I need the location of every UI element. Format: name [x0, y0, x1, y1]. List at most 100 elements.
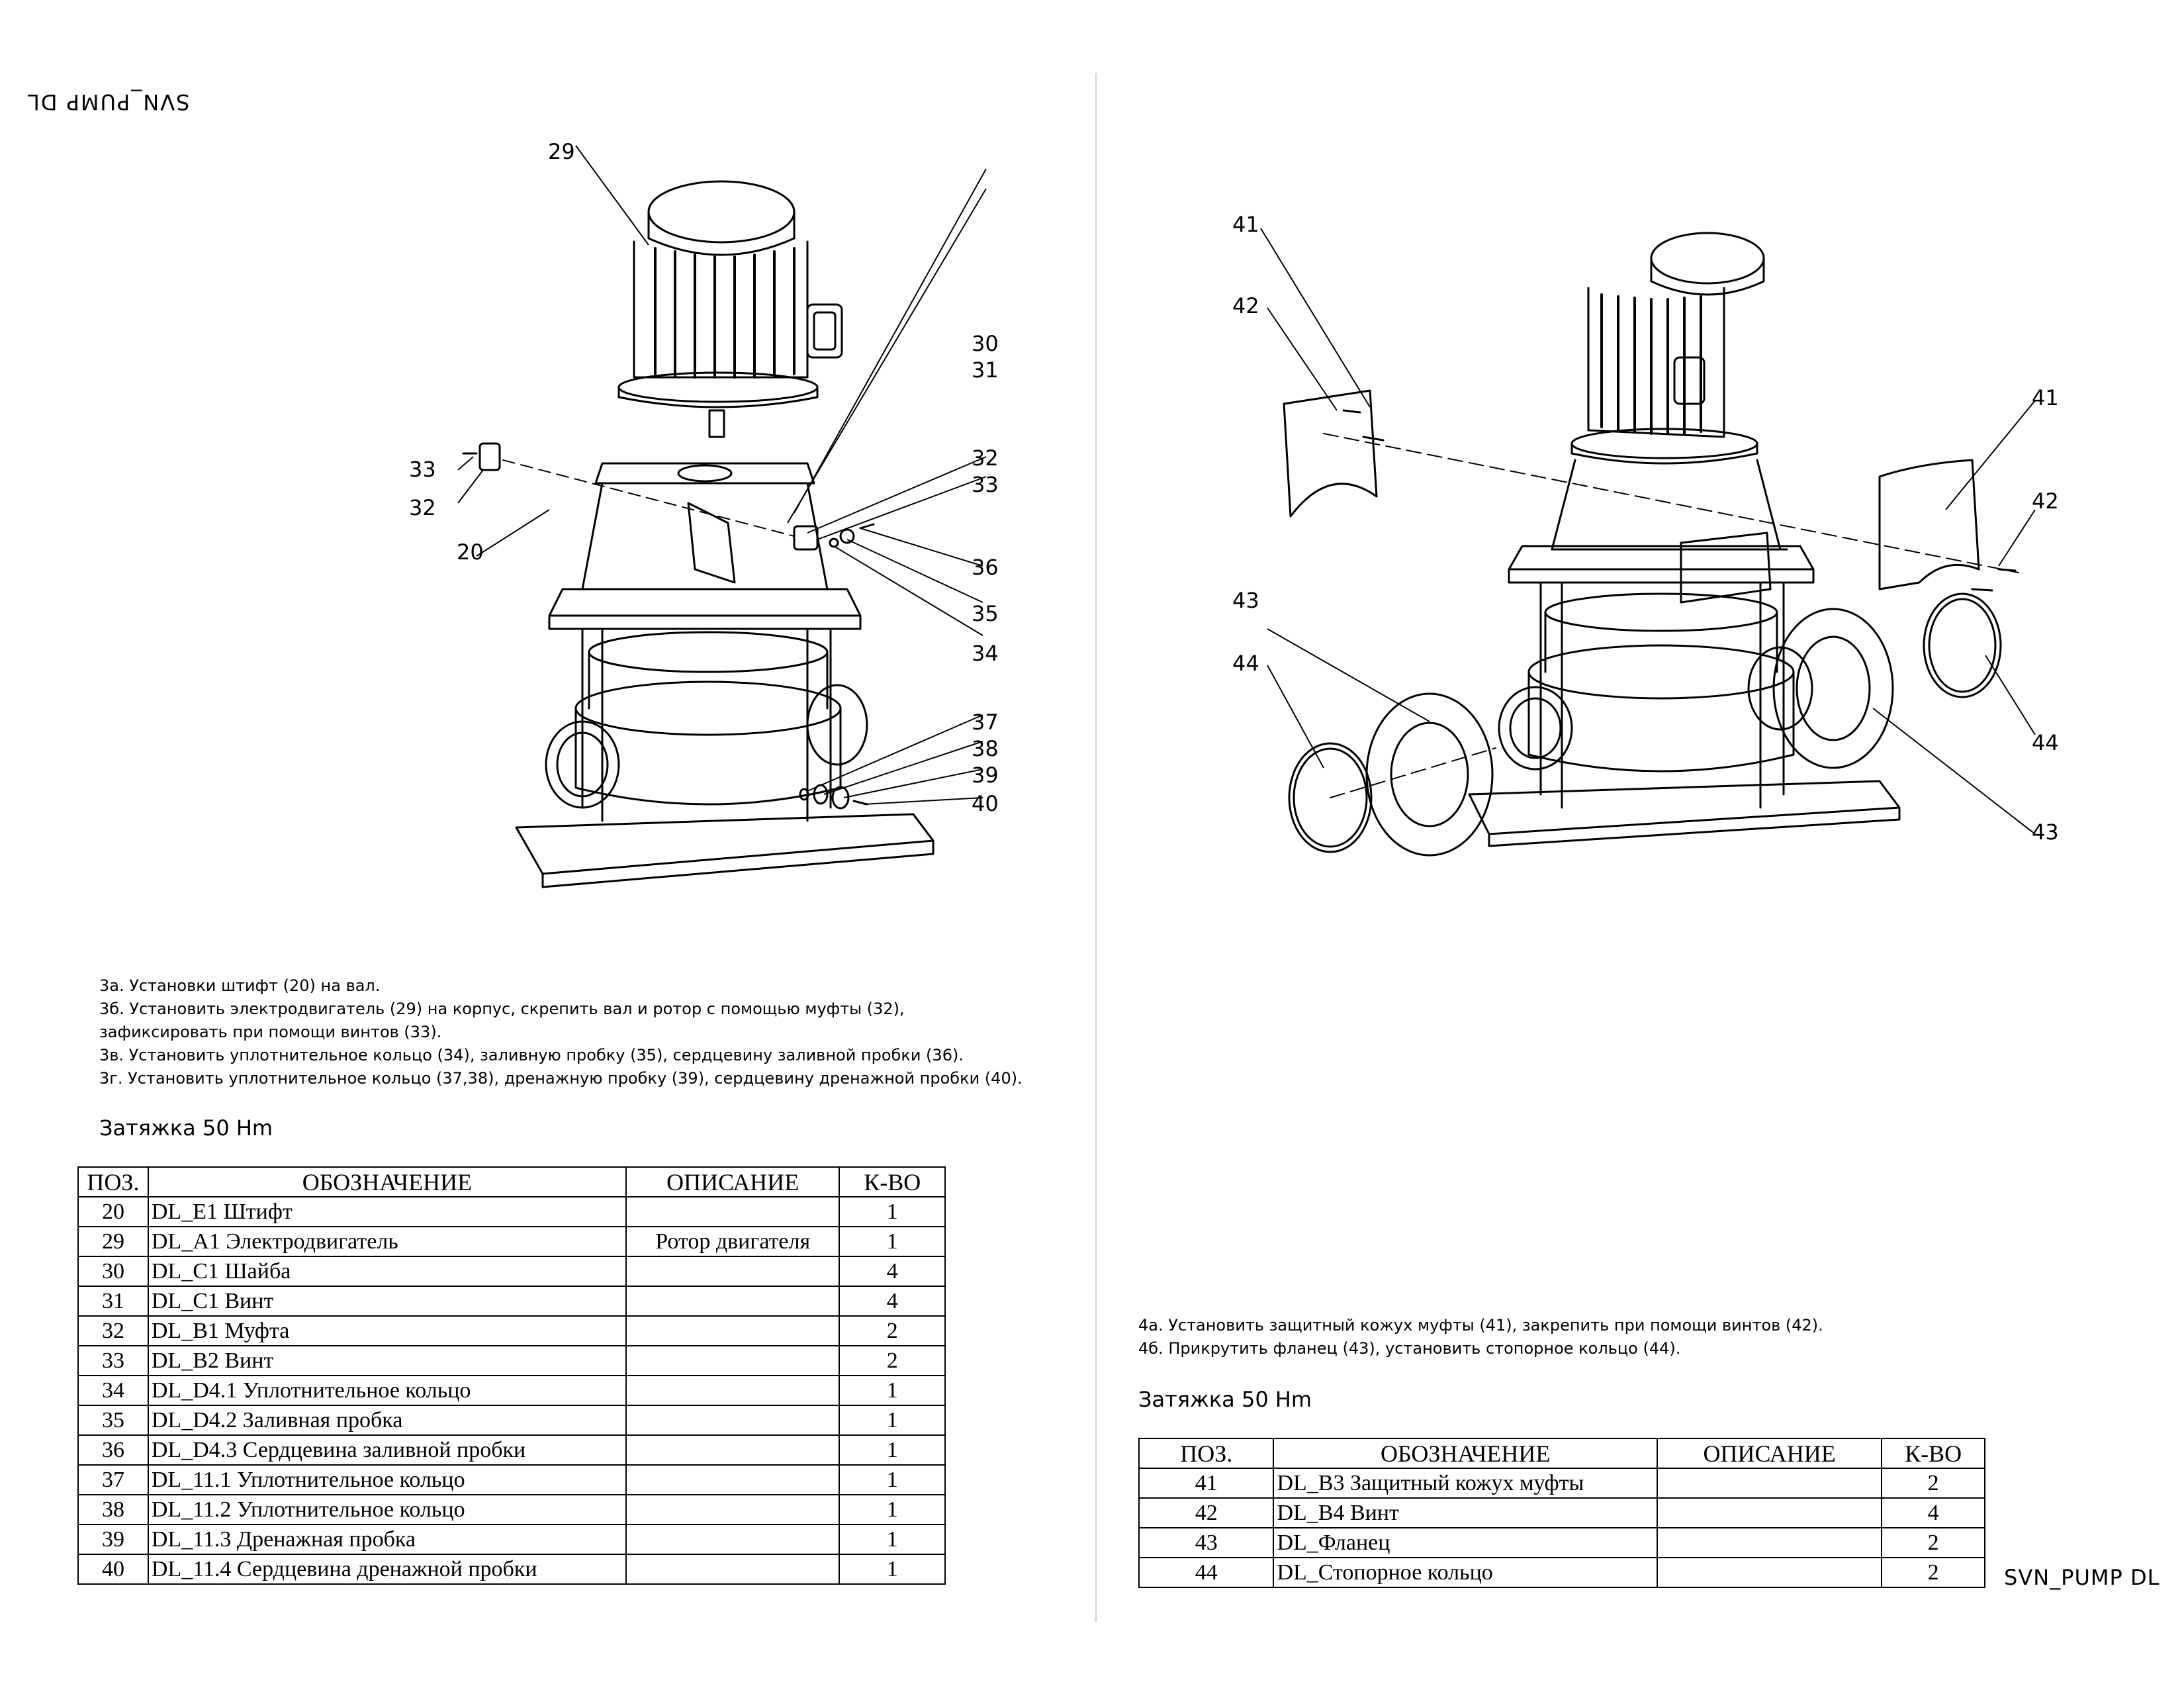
cell-pos: 37: [77, 1464, 149, 1495]
cell-qty: 2: [1881, 1468, 1985, 1499]
cell-qty: 2: [839, 1315, 946, 1346]
torque-note-right: Затяжка 50 Нm: [1138, 1387, 1312, 1412]
instruction-4b: 4б. Прикрутить фланец (43), установить с…: [1138, 1339, 1681, 1358]
cell-pos: 34: [77, 1375, 149, 1406]
cell-pos: 42: [1138, 1497, 1275, 1528]
cell-pos: 30: [77, 1256, 149, 1287]
callout-31: 31: [972, 357, 999, 383]
callout-32b: 32: [972, 445, 999, 471]
header-description: ОПИСАНИЕ: [625, 1166, 841, 1197]
cell-desc: [625, 1256, 841, 1287]
pump-assembly-drawing-left: [457, 145, 987, 888]
cell-qty: 2: [839, 1345, 946, 1376]
callout-42b: 42: [2032, 489, 2059, 514]
cell-name: DL_11.3 Дренажная пробка: [147, 1524, 627, 1555]
instructions-right: 4а. Установить защитный кожух муфты (41)…: [1138, 1314, 1823, 1360]
cell-desc: [625, 1345, 841, 1376]
cell-qty: 1: [839, 1434, 946, 1466]
cell-desc: Ротор двигателя: [625, 1226, 841, 1257]
cell-desc: [625, 1405, 841, 1436]
cell-pos: 31: [77, 1286, 149, 1317]
table-header-row: ПОЗ. ОБОЗНАЧЕНИЕ ОПИСАНИЕ К-ВО: [1138, 1438, 1985, 1469]
cell-name: DL_D4.1 Уплотнительное кольцо: [147, 1375, 627, 1406]
cell-pos: 33: [77, 1345, 149, 1376]
callout-40: 40: [972, 791, 999, 816]
callout-38: 38: [972, 736, 999, 761]
callout-34: 34: [972, 641, 999, 666]
callout-43b: 43: [2032, 820, 2059, 845]
callout-42a: 42: [1232, 293, 1259, 318]
document-title-mirrored: SVN_PUMP DL: [26, 89, 190, 115]
cell-qty: 1: [839, 1524, 946, 1555]
callout-41a: 41: [1232, 212, 1259, 237]
callout-30: 30: [972, 331, 999, 356]
header-description: ОПИСАНИЕ: [1656, 1438, 1883, 1469]
cell-name: DL_Фланец: [1273, 1527, 1658, 1558]
cell-qty: 1: [839, 1375, 946, 1406]
cell-desc: [1656, 1557, 1883, 1588]
cell-name: DL_11.1 Уплотнительное кольцо: [147, 1464, 627, 1495]
cell-name: DL_E1 Штифт: [147, 1196, 627, 1227]
cell-desc: [625, 1554, 841, 1585]
cell-qty: 1: [839, 1196, 946, 1227]
cell-qty: 4: [839, 1256, 946, 1287]
cell-name: DL_B2 Винт: [147, 1345, 627, 1376]
callout-35: 35: [972, 601, 999, 626]
callout-36: 36: [972, 555, 999, 580]
cell-pos: 32: [77, 1315, 149, 1346]
cell-qty: 2: [1881, 1527, 1985, 1558]
cell-desc: [625, 1524, 841, 1555]
cell-qty: 1: [839, 1494, 946, 1525]
cell-pos: 41: [1138, 1468, 1275, 1499]
instruction-3b-cont: зафиксировать при помощи винтов (33).: [99, 1023, 442, 1041]
cell-desc: [625, 1375, 841, 1406]
cell-pos: 38: [77, 1494, 149, 1525]
cell-pos: 29: [77, 1226, 149, 1257]
callout-43a: 43: [1232, 588, 1259, 613]
header-pos: ПОЗ.: [1138, 1438, 1275, 1469]
cell-qty: 4: [839, 1286, 946, 1317]
cell-qty: 1: [839, 1554, 946, 1585]
header-designation: ОБОЗНАЧЕНИЕ: [147, 1166, 627, 1197]
cell-name: DL_Стопорное кольцо: [1273, 1557, 1658, 1588]
cell-pos: 43: [1138, 1527, 1275, 1558]
cell-qty: 1: [839, 1405, 946, 1436]
cell-desc: [625, 1494, 841, 1525]
cell-pos: 40: [77, 1554, 149, 1585]
header-pos: ПОЗ.: [77, 1166, 149, 1197]
callout-39: 39: [972, 763, 999, 788]
cell-name: DL_B1 Муфта: [147, 1315, 627, 1346]
header-designation: ОБОЗНАЧЕНИЕ: [1273, 1438, 1658, 1469]
cell-name: DL_B4 Винт: [1273, 1497, 1658, 1528]
callout-33a: 33: [409, 457, 436, 482]
page-divider: [1095, 73, 1097, 1622]
callout-44a: 44: [1232, 651, 1259, 676]
instructions-left: 3а. Установки штифт (20) на вал. 3б. Уст…: [99, 974, 1023, 1090]
cell-desc: [625, 1315, 841, 1346]
cell-pos: 44: [1138, 1557, 1275, 1588]
cell-name: DL_B3 Защитный кожух муфты: [1273, 1468, 1658, 1499]
cell-desc: [1656, 1468, 1883, 1499]
cell-qty: 1: [839, 1226, 946, 1257]
cell-name: DL_A1 Электродвигатель: [147, 1226, 627, 1257]
instruction-3b: 3б. Установить электродвигатель (29) на …: [99, 1000, 905, 1018]
cell-name: DL_C1 Шайба: [147, 1256, 627, 1287]
cell-name: DL_D4.2 Заливная пробка: [147, 1405, 627, 1436]
instruction-3a: 3а. Установки штифт (20) на вал.: [99, 976, 381, 995]
cell-name: DL_11.4 Сердцевина дренажной пробки: [147, 1554, 627, 1585]
instruction-3g: 3г. Установить уплотнительное кольцо (37…: [99, 1069, 1023, 1088]
cell-desc: [625, 1286, 841, 1317]
callout-37: 37: [972, 710, 999, 735]
